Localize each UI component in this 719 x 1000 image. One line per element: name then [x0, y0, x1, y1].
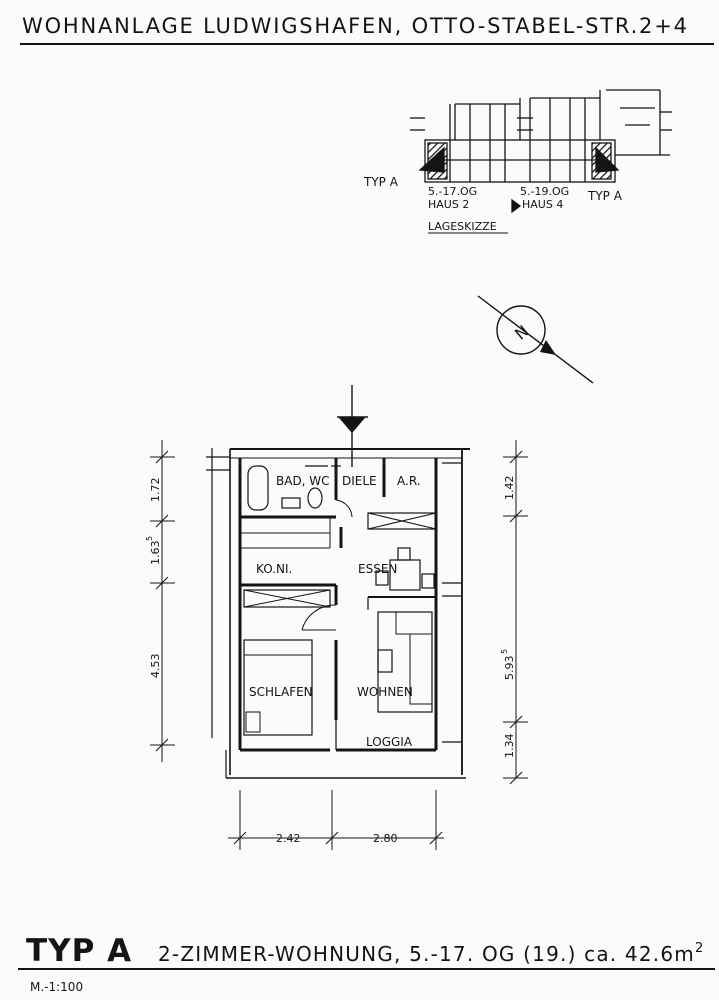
floor-plan-drawing: TYP A 5.-17.OG HAUS 2 5.-19.OG HAUS 4 TY… [145, 89, 672, 850]
room-diele: DIELE [342, 474, 377, 488]
room-labels: BAD, WC DIELE A.R. KO.NI. ESSEN SCHLAFEN… [249, 474, 421, 749]
site-sketch [410, 89, 672, 214]
entrance-marker [337, 385, 368, 467]
footer-area-superscript: 2 [694, 941, 705, 956]
room-bad-wc: BAD, WC [276, 474, 330, 488]
floors-left-label: 5.-17.OG [428, 185, 477, 198]
room-loggia: LOGGIA [366, 735, 413, 749]
site-sketch-labels: TYP A 5.-17.OG HAUS 2 5.-19.OG HAUS 4 TY… [363, 175, 623, 233]
room-ar: A.R. [397, 474, 421, 488]
north-arrow: N [477, 295, 594, 384]
room-schlafen: SCHLAFEN [249, 685, 313, 699]
footer-description: 2-ZIMMER-WOHNUNG, 5.-17. OG (19.) ca. 42… [158, 941, 705, 966]
floors-right-label: 5.-19.OG [520, 185, 569, 198]
dim-right-1: 1.42 [503, 476, 516, 501]
dim-right-2-sup: 5 [500, 649, 509, 654]
site-sketch-caption: LAGESKIZZE [428, 220, 497, 233]
house-right-label: HAUS 4 [522, 198, 563, 211]
dimension-labels: 1.72 1.63 5 4.53 1.42 5.93 5 1.34 2.42 2… [145, 476, 516, 846]
dim-left-1: 1.72 [149, 478, 162, 503]
room-koni: KO.NI. [256, 562, 292, 576]
typ-right-label: TYP A [587, 189, 623, 203]
house-left-label: HAUS 2 [428, 198, 469, 211]
footer-description-text: 2-ZIMMER-WOHNUNG, 5.-17. OG (19.) ca. 42… [158, 942, 695, 966]
header-title: WOHNANLAGE LUDWIGSHAFEN, OTTO-STABEL-STR… [22, 14, 689, 38]
dim-bottom-2: 2.80 [373, 832, 398, 845]
dim-right-2: 5.93 [503, 656, 516, 681]
room-essen: ESSEN [358, 562, 397, 576]
footer-type-label: TYP A [26, 933, 133, 969]
dim-left-3: 4.53 [149, 654, 162, 679]
north-label: N [511, 321, 532, 343]
footer-underline [18, 968, 715, 970]
dimension-lines [150, 440, 528, 850]
typ-left-label: TYP A [363, 175, 399, 189]
dim-right-3: 1.34 [503, 734, 516, 759]
room-wohnen: WOHNEN [357, 685, 413, 699]
dim-bottom-1: 2.42 [276, 832, 301, 845]
dim-left-2-sup: 5 [145, 536, 154, 541]
plan-walls [206, 448, 470, 779]
dim-left-2: 1.63 [149, 541, 162, 566]
footer-scale: M.-1:100 [30, 980, 84, 994]
header-underline [20, 43, 714, 45]
